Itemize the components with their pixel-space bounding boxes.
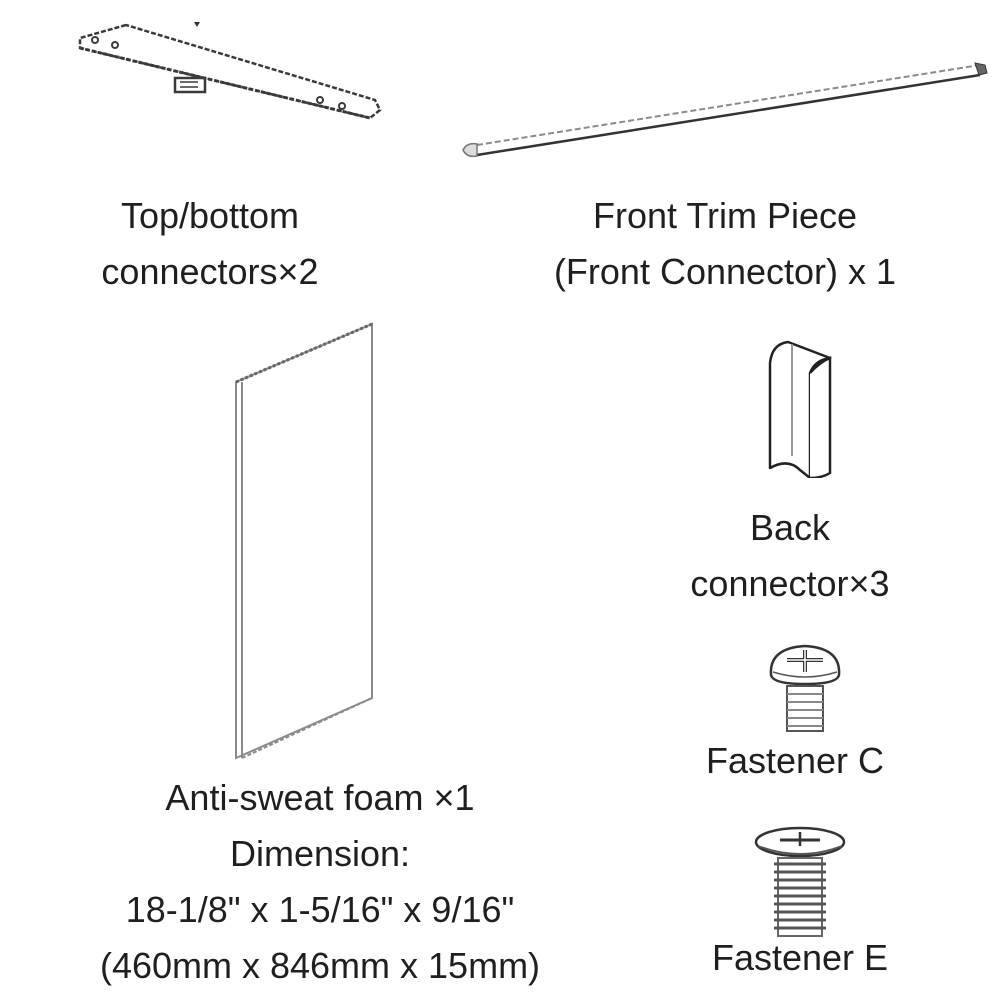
long-screw-icon bbox=[754, 826, 846, 937]
top-bottom-connectors-line2: connectors×2 bbox=[101, 251, 319, 292]
back-connector-line2: connector×3 bbox=[690, 563, 890, 604]
front-trim-piece-line2: (Front Connector) x 1 bbox=[553, 251, 897, 292]
anti-sweat-foam-line1: Anti-sweat foam ×1 bbox=[165, 777, 475, 818]
fastener-c-illustration bbox=[765, 640, 845, 735]
anti-sweat-foam-illustration bbox=[230, 318, 390, 768]
front-trim-piece-label: Front Trim Piece (Front Connector) x 1 bbox=[490, 188, 960, 300]
fastener-e-label: Fastener E bbox=[660, 930, 940, 986]
fastener-c-label: Fastener C bbox=[655, 733, 935, 789]
front-trim-piece-line1: Front Trim Piece bbox=[592, 195, 858, 236]
short-screw-icon bbox=[769, 644, 841, 732]
foam-panel-icon bbox=[235, 322, 373, 760]
top-bottom-connector-illustration bbox=[70, 10, 390, 160]
flat-bracket-icon bbox=[78, 22, 382, 120]
anti-sweat-foam-dimension-heading: Dimension: bbox=[229, 833, 411, 874]
back-connector-label: Back connector×3 bbox=[640, 500, 940, 612]
front-trim-piece-illustration bbox=[455, 45, 995, 165]
back-connector-line1: Back bbox=[749, 507, 831, 548]
anti-sweat-foam-metric-dimensions: (460mm x 846mm x 15mm) bbox=[99, 945, 541, 986]
fastener-e-illustration bbox=[750, 822, 850, 937]
fastener-c-text: Fastener C bbox=[705, 740, 885, 781]
anti-sweat-foam-imperial-dimensions: 18-1/8" x 1-5/16" x 9/16" bbox=[125, 889, 515, 930]
top-bottom-connectors-label: Top/bottom connectors×2 bbox=[60, 188, 360, 300]
top-bottom-connectors-line1: Top/bottom bbox=[120, 195, 300, 236]
anti-sweat-foam-label: Anti-sweat foam ×1 Dimension: 18-1/8" x … bbox=[20, 770, 620, 994]
back-connector-illustration bbox=[760, 338, 840, 478]
u-channel-icon bbox=[768, 340, 832, 478]
trim-rod-icon bbox=[462, 62, 988, 158]
fastener-e-text: Fastener E bbox=[711, 937, 889, 978]
